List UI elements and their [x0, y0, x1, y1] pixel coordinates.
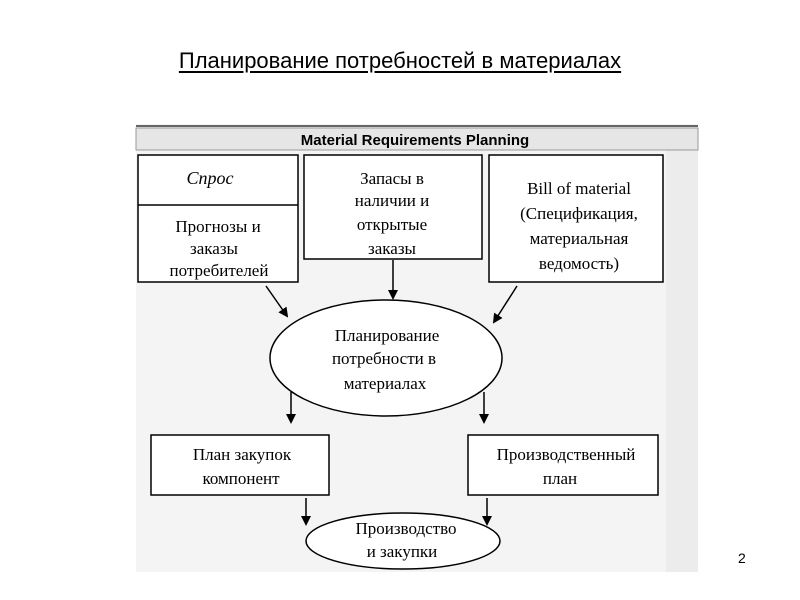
mrp-ellipse [269, 299, 503, 417]
inventory-line-2: наличии и [355, 191, 429, 210]
production-plan-line-1: Производственный [497, 445, 636, 464]
mrp-line-2: потребности в [332, 349, 436, 368]
slide-title: Планирование потребностей в материалах [178, 48, 622, 73]
mrp-line-3: материалах [344, 374, 427, 393]
demand-line-3: потребителей [170, 261, 269, 280]
demand-box [137, 154, 299, 283]
diagram-header-band [135, 127, 699, 151]
inventory-line-3: открытые [357, 215, 427, 234]
bom-box [488, 154, 664, 283]
production-line-1: Производство [355, 519, 456, 538]
demand-line-1: Прогнозы и [175, 217, 260, 236]
arrow-bom-to-mrp [492, 285, 518, 324]
production-ellipse [305, 512, 501, 570]
mrp-line-1: Планирование [335, 326, 440, 345]
demand-line-2: заказы [190, 239, 239, 258]
bom-line-2: (Спецификация, [520, 204, 638, 223]
production-line-2: и закупки [367, 542, 438, 561]
arrow-demand-to-mrp [265, 285, 289, 318]
diagram-panel-right-strip [666, 150, 698, 572]
inventory-line-1: Запасы в [360, 169, 424, 188]
production-plan-box [467, 434, 659, 496]
bom-line-1: Bill of material [527, 179, 631, 198]
purchase-plan-box [150, 434, 330, 496]
inventory-box [303, 154, 483, 260]
inventory-line-4: заказы [368, 239, 417, 258]
purchase-plan-line-1: План закупок [193, 445, 292, 464]
bom-line-3: материальная [530, 229, 629, 248]
page-number: 2 [738, 550, 746, 566]
demand-heading: Спрос [187, 168, 234, 188]
purchase-plan-line-2: компонент [202, 469, 280, 488]
production-plan-line-2: план [543, 469, 577, 488]
bom-line-4: ведомость) [539, 254, 619, 273]
diagram-header-text: Material Requirements Planning [301, 132, 529, 149]
